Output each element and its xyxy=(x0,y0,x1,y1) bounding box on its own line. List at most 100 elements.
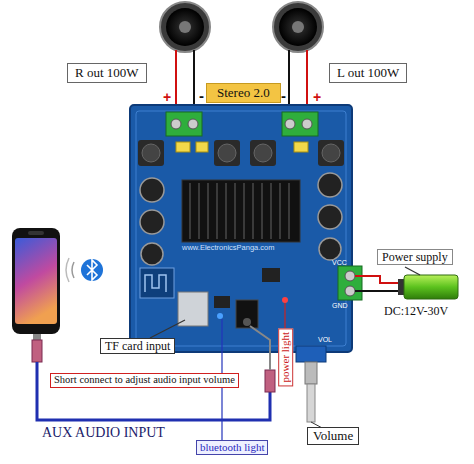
callout-box: Volume xyxy=(307,427,359,445)
pin-name: VOL xyxy=(318,336,332,344)
callout-box: bluetooth light xyxy=(196,440,268,455)
watermark: www.ElectronicsPanga.com xyxy=(182,244,275,252)
art-part xyxy=(207,183,209,239)
voltage-label: DC:12V-30V xyxy=(384,305,448,318)
polarity-sign: + xyxy=(163,90,171,105)
pcb-board xyxy=(130,105,352,352)
node-text: Short connect to adjust audio input volu… xyxy=(54,374,235,387)
art-part xyxy=(190,183,289,239)
film-capacitors xyxy=(176,142,308,152)
art-part xyxy=(140,178,164,202)
pin-name: GND xyxy=(332,302,348,310)
electrolytic-capacitors xyxy=(140,173,342,265)
polarity-sign: + xyxy=(313,90,321,105)
art-part xyxy=(296,346,326,362)
art-part xyxy=(355,290,398,292)
art-part xyxy=(176,142,190,152)
art-part xyxy=(196,142,208,152)
art-part xyxy=(142,144,160,162)
art-part xyxy=(15,238,57,324)
art-part xyxy=(72,262,74,278)
speaker-left xyxy=(160,2,210,52)
art-part xyxy=(279,8,317,46)
art-part xyxy=(236,300,258,328)
aux-cable xyxy=(32,326,275,420)
art-part xyxy=(216,183,218,239)
art-part xyxy=(250,140,276,166)
node-text: TF card input xyxy=(105,339,170,353)
art-part xyxy=(282,112,318,136)
pin-name: VCC xyxy=(332,259,347,267)
input-label: AUX AUDIO INPUT xyxy=(42,425,165,440)
art-part xyxy=(188,119,198,129)
art-part xyxy=(225,183,227,239)
art-part xyxy=(398,279,404,295)
art-part xyxy=(319,238,341,260)
vertical-callout: power light xyxy=(278,328,293,386)
terminal-blocks xyxy=(166,112,318,136)
art-part xyxy=(282,297,288,303)
art-part xyxy=(32,340,42,362)
art-part xyxy=(292,21,304,33)
polarity-sign: - xyxy=(199,88,204,105)
art-part xyxy=(87,260,97,280)
art-part xyxy=(285,119,295,129)
art-part xyxy=(141,243,163,265)
art-part xyxy=(217,313,223,319)
art-part xyxy=(189,183,191,239)
art-part xyxy=(66,258,69,282)
leader-lines xyxy=(150,267,420,440)
node-text: bluetooth light xyxy=(200,441,264,454)
volume-potentiometer xyxy=(296,346,326,430)
art-part xyxy=(218,144,236,162)
heatsink xyxy=(182,180,300,242)
art-part xyxy=(182,180,300,242)
art-part xyxy=(214,140,240,166)
art-part xyxy=(288,183,290,239)
art-part xyxy=(318,205,342,229)
art-part xyxy=(136,111,346,346)
art-part xyxy=(305,362,317,384)
node-text: Stereo 2.0 xyxy=(217,85,270,101)
art-part xyxy=(250,326,270,370)
power-terminal xyxy=(338,266,362,300)
art-part xyxy=(166,8,204,46)
art-part xyxy=(254,144,272,162)
art-part xyxy=(12,228,60,334)
art-part xyxy=(273,2,323,52)
output-label: L out 100W xyxy=(329,63,407,83)
art-part xyxy=(28,231,44,235)
art-part xyxy=(279,183,281,239)
art-part xyxy=(265,370,275,392)
art-part xyxy=(33,334,41,340)
node-text: Volume xyxy=(313,428,353,444)
node-text: power light xyxy=(279,332,292,382)
art-part xyxy=(294,142,308,152)
art-part xyxy=(345,271,355,281)
art-part xyxy=(138,140,164,166)
art-part xyxy=(130,105,352,352)
art-part xyxy=(214,296,230,308)
art-part xyxy=(338,266,362,300)
node-text: Power supply xyxy=(382,250,448,264)
art-part xyxy=(37,362,270,420)
art-part xyxy=(160,2,210,52)
art-part xyxy=(140,268,174,298)
art-part xyxy=(179,21,191,33)
smartphone xyxy=(12,228,60,334)
polarity-sign: - xyxy=(281,88,286,105)
art-part xyxy=(261,183,263,239)
output-label: R out 100W xyxy=(67,63,147,83)
art-part xyxy=(318,140,344,166)
art-part xyxy=(270,183,272,239)
node-text: L out 100W xyxy=(337,65,399,81)
art-part xyxy=(322,144,340,162)
art-part xyxy=(284,303,285,328)
art-part xyxy=(307,384,315,422)
art-part xyxy=(140,210,164,234)
art-part xyxy=(404,275,458,299)
art-part xyxy=(150,320,185,338)
art-part xyxy=(355,276,398,283)
